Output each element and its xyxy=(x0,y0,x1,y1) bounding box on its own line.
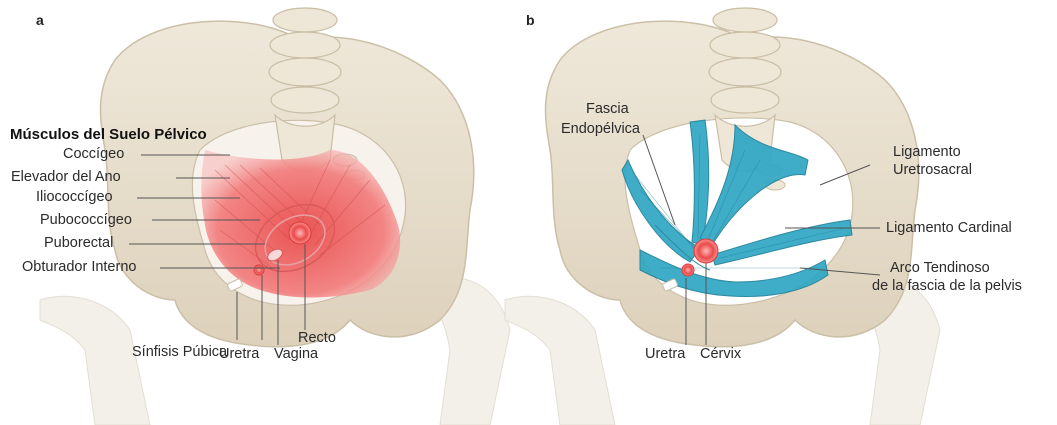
label-elevador-del-ano: Elevador del Ano xyxy=(11,169,121,186)
label-cervix: Cérvix xyxy=(700,346,741,363)
heading-pelvic-floor-muscles: Músculos del Suelo Pélvico xyxy=(10,126,207,143)
label-pubococcigeo: Pubococcígeo xyxy=(40,212,132,229)
cervix-opening xyxy=(694,239,718,263)
label-uretra-a: Uretra xyxy=(219,346,259,363)
label-iliococcigeo: Iliococcígeo xyxy=(36,189,113,206)
label-uretrosacral-line1: Ligamento xyxy=(893,144,961,161)
urethra-opening-b xyxy=(682,264,694,276)
panel-b-letter: b xyxy=(526,12,535,28)
label-ligamento-cardinal: Ligamento Cardinal xyxy=(886,220,1012,237)
label-arco-tendinoso-line1: Arco Tendinoso xyxy=(890,260,990,277)
label-obturador-interno: Obturador Interno xyxy=(22,259,136,276)
label-puborectal: Puborectal xyxy=(44,235,113,252)
label-coccigeo: Coccígeo xyxy=(63,146,124,163)
label-fascia-line2: Endopélvica xyxy=(561,121,640,138)
label-vagina: Vagina xyxy=(274,346,318,363)
urethra-opening-a xyxy=(254,265,264,275)
panel-a-letter: a xyxy=(36,12,44,28)
label-uretrosacral-line2: Uretrosacral xyxy=(893,162,972,179)
label-sinfisis-pubica: Sínfisis Púbica xyxy=(132,344,227,361)
label-uretra-b: Uretra xyxy=(645,346,685,363)
label-arco-tendinoso-line2: de la fascia de la pelvis xyxy=(872,278,1022,295)
label-fascia-line1: Fascia xyxy=(586,101,629,118)
label-recto: Recto xyxy=(298,330,336,347)
rectum-opening-a xyxy=(289,222,311,244)
left-femur-b xyxy=(505,296,615,425)
